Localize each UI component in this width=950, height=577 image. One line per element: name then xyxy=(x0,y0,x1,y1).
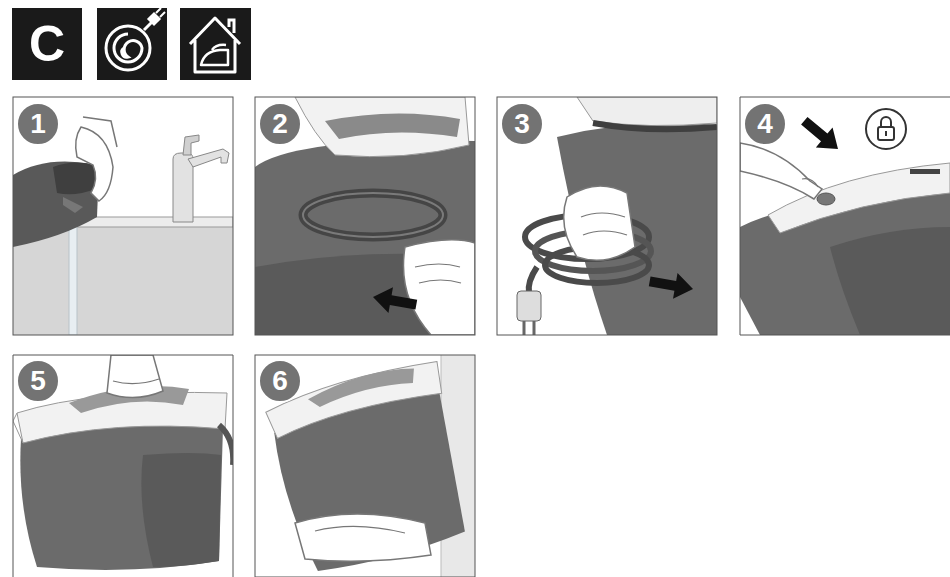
step-3-illustration xyxy=(593,123,717,129)
step-number: 4 xyxy=(743,102,787,146)
house-icon xyxy=(212,45,226,50)
step-5-illustration xyxy=(20,425,223,570)
step-1-illustration xyxy=(13,97,233,335)
step-6-illustration xyxy=(315,526,405,533)
step-4-illustration xyxy=(796,111,846,159)
step-5-illustration xyxy=(13,413,23,443)
step-4-illustration xyxy=(881,117,891,127)
step-5-illustration xyxy=(13,355,233,577)
step-3-illustration xyxy=(497,97,717,335)
house-icon xyxy=(180,8,251,80)
step-2-illustration xyxy=(303,193,443,237)
step-3-illustration xyxy=(524,321,534,335)
step-2-illustration xyxy=(255,97,475,335)
step-4-illustration xyxy=(817,193,835,205)
house-icon xyxy=(180,8,251,80)
step-number: 1 xyxy=(16,102,60,146)
step-4-illustration xyxy=(830,227,950,335)
step-3-illustration xyxy=(564,186,635,260)
house-icon xyxy=(190,18,240,72)
cord-icon xyxy=(144,22,152,30)
step-1-illustration xyxy=(183,135,199,155)
step-2-illustration xyxy=(295,97,469,157)
cord-icon xyxy=(97,8,167,80)
step-4-illustration xyxy=(740,143,822,199)
step-1-illustration xyxy=(63,197,83,213)
step-4-illustration xyxy=(740,97,950,335)
step-number-text: 3 xyxy=(514,110,530,138)
step-number-text: 6 xyxy=(272,367,288,395)
step-2-illustration xyxy=(255,97,475,335)
step-4-illustration xyxy=(910,169,940,174)
step-5-illustration xyxy=(113,379,159,384)
step-number-text: 4 xyxy=(757,110,773,138)
step-2-illustration xyxy=(255,141,475,335)
step-4-illustration xyxy=(885,131,887,136)
step-2-illustration xyxy=(325,113,460,139)
step-3-illustration xyxy=(497,97,717,335)
step-2-illustration xyxy=(255,97,475,335)
step-4-illustration xyxy=(866,109,906,149)
step-2-illustration xyxy=(415,264,461,283)
step-6-illustration xyxy=(255,355,475,577)
step-5-illustration xyxy=(13,355,233,577)
step-1-illustration xyxy=(13,97,233,335)
step-1-illustration xyxy=(13,97,233,335)
house-icon xyxy=(201,50,228,65)
cord-icon xyxy=(106,26,150,70)
step-6-illustration xyxy=(255,355,475,577)
step-4-illustration xyxy=(740,97,950,335)
step-4-illustration xyxy=(802,179,818,187)
step-5-illustration xyxy=(13,355,233,577)
step-1-illustration xyxy=(13,225,233,335)
step-6-illustration xyxy=(306,365,418,409)
cord-icon xyxy=(147,12,161,26)
cord-icon xyxy=(156,8,165,17)
step-2-illustration xyxy=(303,193,443,237)
step-6-illustration xyxy=(255,355,475,577)
cord-icon xyxy=(114,34,142,62)
step-number-text: 5 xyxy=(30,367,46,395)
step-2-illustration xyxy=(371,284,419,317)
step-1-illustration xyxy=(83,117,117,147)
step-3-illustration xyxy=(581,213,627,235)
section-letter-text: C xyxy=(29,19,65,69)
step-3-illustration xyxy=(529,267,537,293)
step-5-illustration xyxy=(219,425,233,465)
step-3-illustration xyxy=(497,97,717,335)
step-1-illustration xyxy=(76,127,113,201)
step-number-text: 1 xyxy=(30,110,46,138)
step-number: 2 xyxy=(258,102,302,146)
step-1-illustration xyxy=(13,97,233,335)
step-1-illustration xyxy=(188,149,229,167)
step-3-illustration xyxy=(497,97,717,335)
step-2-illustration xyxy=(403,240,475,335)
step-3-illustration xyxy=(557,123,717,335)
house-icon xyxy=(229,20,234,33)
step-6-illustration xyxy=(295,514,431,561)
step-4-illustration xyxy=(740,97,950,335)
step-2-illustration xyxy=(255,97,475,335)
step-5-illustration xyxy=(13,355,233,577)
step-3-illustration xyxy=(647,269,695,302)
step-1-illustration xyxy=(173,153,193,222)
step-5-illustration xyxy=(141,453,221,567)
step-number: 5 xyxy=(16,359,60,403)
step-1-illustration xyxy=(53,162,97,194)
step-number: 3 xyxy=(500,102,544,146)
step-4-illustration xyxy=(878,127,894,140)
step-6-illustration xyxy=(255,355,475,577)
step-5-illustration xyxy=(107,355,163,398)
section-letter: C xyxy=(12,8,82,80)
step-number-text: 2 xyxy=(272,110,288,138)
cord-icon xyxy=(97,8,167,80)
step-number: 6 xyxy=(258,359,302,403)
step-4-illustration xyxy=(740,97,950,335)
step-1-illustration xyxy=(13,162,99,248)
step-3-illustration xyxy=(517,291,541,321)
